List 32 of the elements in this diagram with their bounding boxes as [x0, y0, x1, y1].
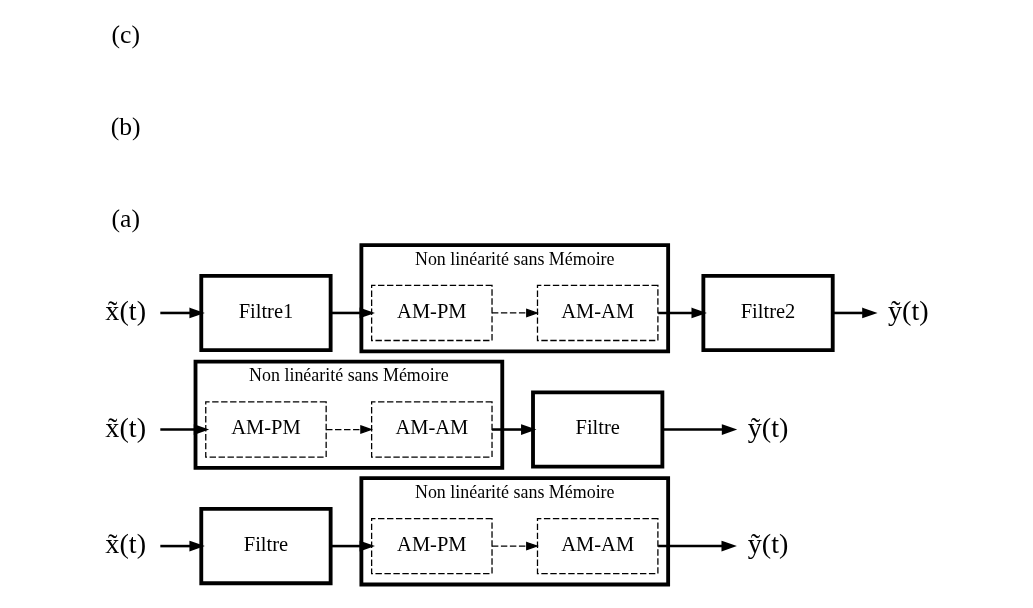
node-text: ỹ(t) — [747, 411, 788, 443]
arrow — [661, 424, 737, 435]
arrow — [491, 424, 536, 435]
arrow — [490, 308, 539, 318]
node-text: x̃(t) — [104, 411, 146, 443]
node-box: AM-PM — [370, 284, 493, 342]
node-box: Filtre1 — [198, 273, 333, 353]
arrow — [657, 307, 707, 319]
arrow — [159, 424, 209, 435]
arrow — [330, 540, 375, 552]
node-box: Filtre2 — [700, 273, 835, 353]
arrow — [325, 425, 373, 434]
arrow — [159, 307, 205, 319]
node-box: Filtre — [530, 390, 664, 469]
arrow — [490, 541, 539, 551]
arrow — [657, 540, 737, 552]
node-box: AM-AM — [370, 401, 493, 458]
arrow — [159, 540, 205, 552]
node-text: x̃(t) — [104, 528, 146, 560]
label: (c) — [110, 19, 140, 49]
node-text: ỹ(t) — [887, 295, 929, 327]
node-box: AM-PM — [370, 517, 493, 575]
label: (a) — [110, 204, 140, 234]
arrow — [330, 307, 375, 319]
node-text: ỹ(t) — [747, 528, 788, 560]
node-box: AM-AM — [536, 517, 659, 575]
node-box: Filtre — [198, 507, 333, 586]
node-text: x̃(t) — [104, 295, 146, 327]
node-box: AM-PM — [204, 401, 327, 458]
arrow — [832, 307, 878, 319]
label: (b) — [110, 111, 141, 141]
node-box: AM-AM — [536, 284, 659, 342]
